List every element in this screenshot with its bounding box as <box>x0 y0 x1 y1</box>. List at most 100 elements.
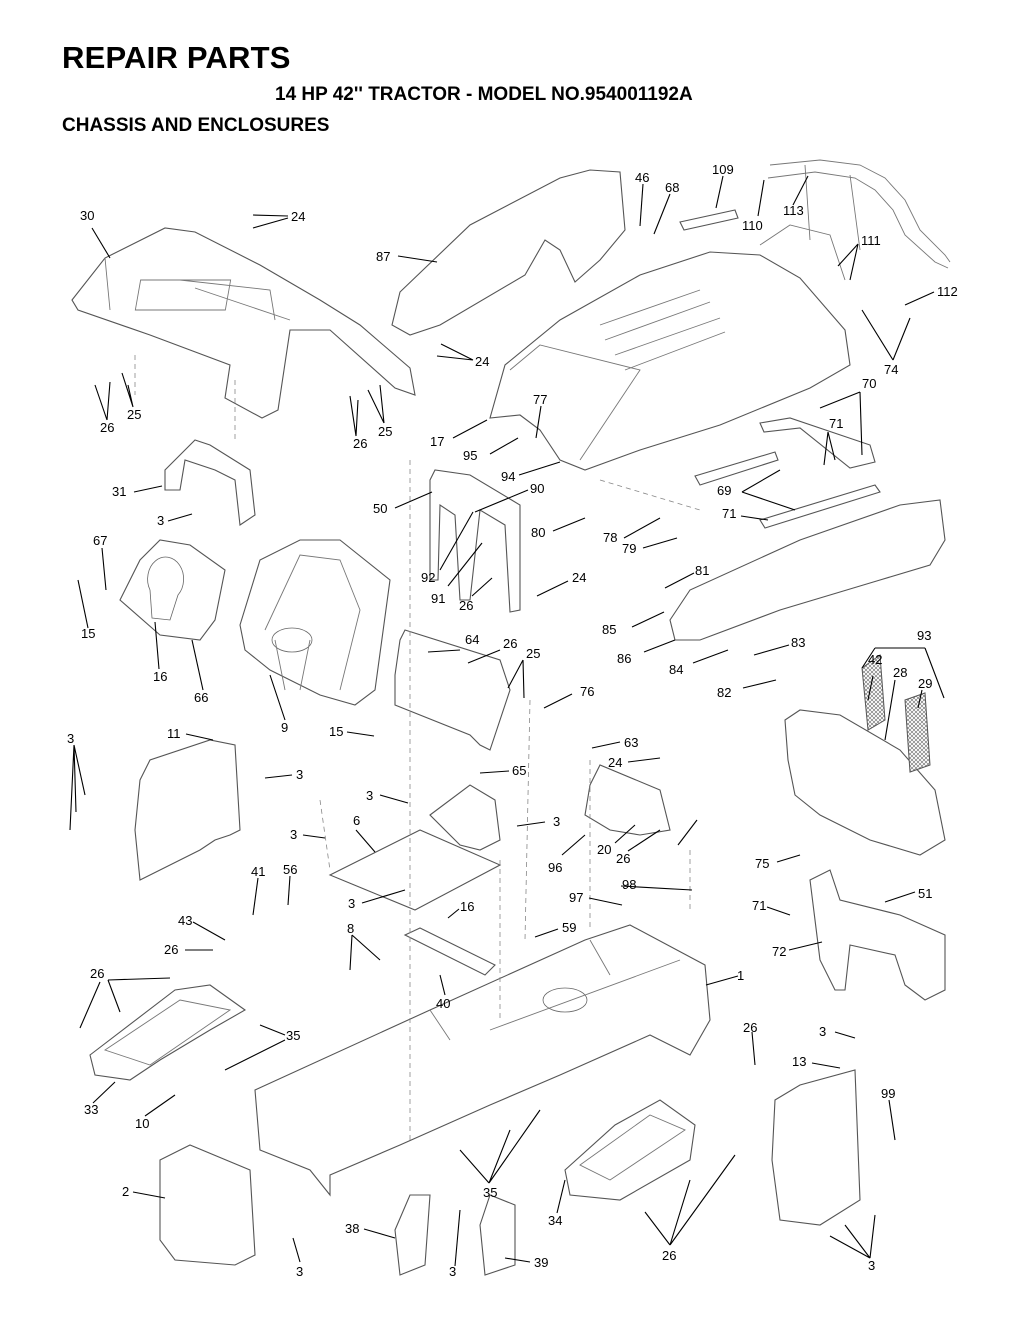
callout-label: 113 <box>783 203 804 218</box>
callout-label: 38 <box>345 1221 359 1236</box>
callout-label: 87 <box>376 249 390 264</box>
callout-label: 30 <box>80 208 94 223</box>
part-1-main-frame <box>254 924 711 1197</box>
callout-label: 112 <box>937 284 958 299</box>
callout-label: 26 <box>459 598 473 613</box>
callout-label: 3 <box>296 767 303 782</box>
callout-label: 26 <box>662 1248 676 1263</box>
callout-label: 10 <box>135 1116 149 1131</box>
callout-label: 26 <box>164 942 178 957</box>
callout-label: 95 <box>463 448 477 463</box>
page-title: REPAIR PARTS <box>62 40 291 75</box>
callout-label: 26 <box>503 636 517 651</box>
callout-label: 24 <box>572 570 586 585</box>
callout-label: 11 <box>167 726 181 741</box>
callout-label: 51 <box>918 886 932 901</box>
callout-label: 111 <box>861 233 881 248</box>
callout-label: 98 <box>622 877 636 892</box>
callout-label: 77 <box>533 392 547 407</box>
callout-label: 3 <box>67 731 74 746</box>
callout-label: 70 <box>862 376 876 391</box>
part-30-rear-fender <box>71 227 416 419</box>
callout-label: 35 <box>286 1028 300 1043</box>
callout-label: 31 <box>112 484 126 499</box>
callout-label: 69 <box>717 483 731 498</box>
callout-label: 16 <box>460 899 474 914</box>
callout-label: 56 <box>283 862 297 877</box>
callout-label: 25 <box>127 407 141 422</box>
callout-label: 83 <box>791 635 805 650</box>
callout-label: 64 <box>465 632 479 647</box>
callout-label: 43 <box>178 913 192 928</box>
callout-label: 72 <box>772 944 786 959</box>
part-65-steering-support <box>429 784 501 851</box>
callout-label: 74 <box>884 362 898 377</box>
callout-label: 94 <box>501 469 515 484</box>
callout-label: 26 <box>90 966 104 981</box>
callout-label: 76 <box>580 684 594 699</box>
callout-label: 86 <box>617 651 631 666</box>
callout-label: 29 <box>918 676 932 691</box>
callout-label: 63 <box>624 735 638 750</box>
callout-label: 46 <box>635 170 649 185</box>
callout-label: 84 <box>669 662 683 677</box>
callout-label: 25 <box>526 646 540 661</box>
callout-label: 3 <box>868 1258 875 1273</box>
model-subtitle: 14 HP 42'' TRACTOR - MODEL NO.954001192A <box>275 84 693 105</box>
callout-label: 24 <box>608 755 622 770</box>
callout-labels: 24 30 87 46 68 109 110 113 111 112 74 24… <box>67 162 958 1279</box>
callout-label: 42 <box>868 652 882 667</box>
callout-label: 71 <box>752 898 766 913</box>
part-33-footrest-left <box>89 984 247 1081</box>
callout-label: 65 <box>512 763 526 778</box>
callout-label: 8 <box>347 921 354 936</box>
assembly-guide-lines <box>134 355 701 1140</box>
callout-label: 3 <box>290 827 297 842</box>
part-9-steering-console <box>239 539 391 706</box>
callout-label: 85 <box>602 622 616 637</box>
part-87-dash-panel <box>391 169 626 336</box>
callout-leaders <box>69 175 945 1267</box>
callout-label: 26 <box>743 1020 757 1035</box>
callout-label: 1 <box>737 968 744 983</box>
part-38-39-brackets <box>394 1194 516 1276</box>
callout-label: 25 <box>378 424 392 439</box>
part-113-brush-guard <box>679 159 951 281</box>
callout-label: 66 <box>194 690 208 705</box>
callout-label: 3 <box>449 1264 456 1279</box>
callout-label: 50 <box>373 501 387 516</box>
part-11-side-panel <box>134 739 241 881</box>
part-42-grille-screen <box>861 654 886 731</box>
callout-label: 3 <box>157 513 164 528</box>
part-20-plate <box>584 764 671 836</box>
callout-label: 20 <box>597 842 611 857</box>
callout-label: 24 <box>475 354 489 369</box>
part-2-side-plate <box>159 1144 256 1266</box>
callout-label: 3 <box>819 1024 826 1039</box>
callout-label: 99 <box>881 1086 895 1101</box>
callout-label: 6 <box>353 813 360 828</box>
callout-label: 71 <box>722 506 736 521</box>
callout-label: 39 <box>534 1255 548 1270</box>
callout-label: 9 <box>281 720 288 735</box>
callout-label: 3 <box>553 814 560 829</box>
callout-label: 97 <box>569 890 583 905</box>
part-17-hood <box>489 251 851 471</box>
callout-label: 26 <box>616 851 630 866</box>
callout-label: 91 <box>431 591 445 606</box>
callout-label: 15 <box>81 626 95 641</box>
callout-label: 82 <box>717 685 731 700</box>
callout-label: 71 <box>829 416 843 431</box>
callout-label: 96 <box>548 860 562 875</box>
callout-label: 34 <box>548 1213 562 1228</box>
part-64-dash-panel-lower <box>394 629 511 751</box>
section-heading: CHASSIS AND ENCLOSURES <box>62 115 330 136</box>
callout-label: 68 <box>665 180 679 195</box>
part-28-grille <box>784 709 946 856</box>
callout-label: 3 <box>296 1264 303 1279</box>
callout-label: 67 <box>93 533 107 548</box>
part-34-footrest-right <box>564 1099 696 1201</box>
callout-label: 109 <box>712 162 734 177</box>
part-29-grille-screen <box>904 692 931 773</box>
part-40-bracket <box>403 927 496 976</box>
